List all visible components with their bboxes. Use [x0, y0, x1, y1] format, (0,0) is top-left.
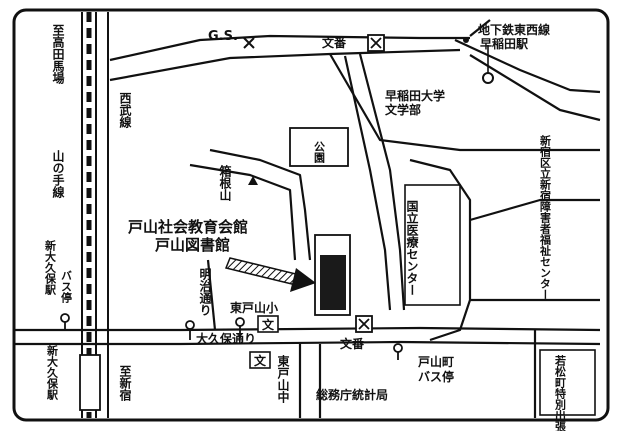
- railway: [81, 12, 109, 418]
- wakamatsu-block: [539, 349, 596, 416]
- library-building: [320, 255, 346, 310]
- yamanote-label: 山の手線: [51, 149, 65, 199]
- meiji-dori-label: 明治通り: [198, 268, 212, 316]
- toyamacho-label: 戸山町: [418, 354, 454, 369]
- park-block: [289, 127, 349, 167]
- seibu-label: 西武線: [118, 92, 132, 129]
- koban-box-2: [355, 315, 373, 333]
- to-shinjuku-label: 至新宿: [118, 365, 132, 402]
- target-arrow: [224, 257, 316, 292]
- to-takadanobaba-label: 至高田馬場: [51, 24, 65, 85]
- waseda-label-2: 文学部: [385, 102, 421, 117]
- mountain-icon: [248, 176, 258, 185]
- higashi-toyama-elem-label: 東戸山小: [230, 300, 278, 315]
- map-frame: [12, 8, 610, 422]
- shinokubo-station-label: 新大久保駅: [46, 344, 60, 401]
- subway-line-label: 地下鉄東西線: [478, 22, 550, 37]
- bus-stop-pin-icon: [60, 313, 403, 360]
- gas-station-label: G.S.: [208, 29, 238, 44]
- statistics-bureau-label: 総務庁統計局: [316, 387, 388, 402]
- wakamatsu-label: 若松町特別出張所: [554, 354, 568, 431]
- higashi-toyama-jhs-label: 東戸山中: [276, 354, 290, 404]
- target-label-1: 戸山社会教育会館: [128, 218, 248, 236]
- library-block-outline: [314, 234, 351, 316]
- hakoneyama-label: 箱根山: [218, 164, 232, 202]
- toyamacho-bus-label: バス停: [418, 369, 454, 384]
- target-label-2: 戸山図書館: [155, 236, 230, 254]
- koban-label-1: 文番: [322, 35, 347, 50]
- shinokubo-station-box: [79, 354, 101, 411]
- hospital-label: 国立医療センター: [405, 200, 419, 296]
- roads: [14, 19, 601, 418]
- shinjuku-center-label: 新宿区立新宿障害者福祉センター: [539, 134, 553, 300]
- shinokubo-bus-label-1: 新大久保駅: [44, 239, 58, 296]
- koban-label-2: 文番: [340, 336, 365, 351]
- gas-station-mark: [243, 37, 255, 49]
- park-label: 公園: [313, 141, 326, 164]
- subway-marker: [463, 37, 494, 84]
- shinokubo-bus-label-2: バス停: [60, 270, 73, 304]
- subway-station-label: 早稲田駅: [480, 36, 529, 51]
- school-mark-2: 文: [254, 353, 267, 368]
- koban-box-1: [367, 34, 385, 52]
- school-mark-1: 文: [262, 317, 275, 332]
- waseda-label-1: 早稲田大学: [385, 88, 445, 103]
- okubo-dori-label: 大久保通り: [196, 331, 256, 346]
- hospital-block: [404, 184, 461, 306]
